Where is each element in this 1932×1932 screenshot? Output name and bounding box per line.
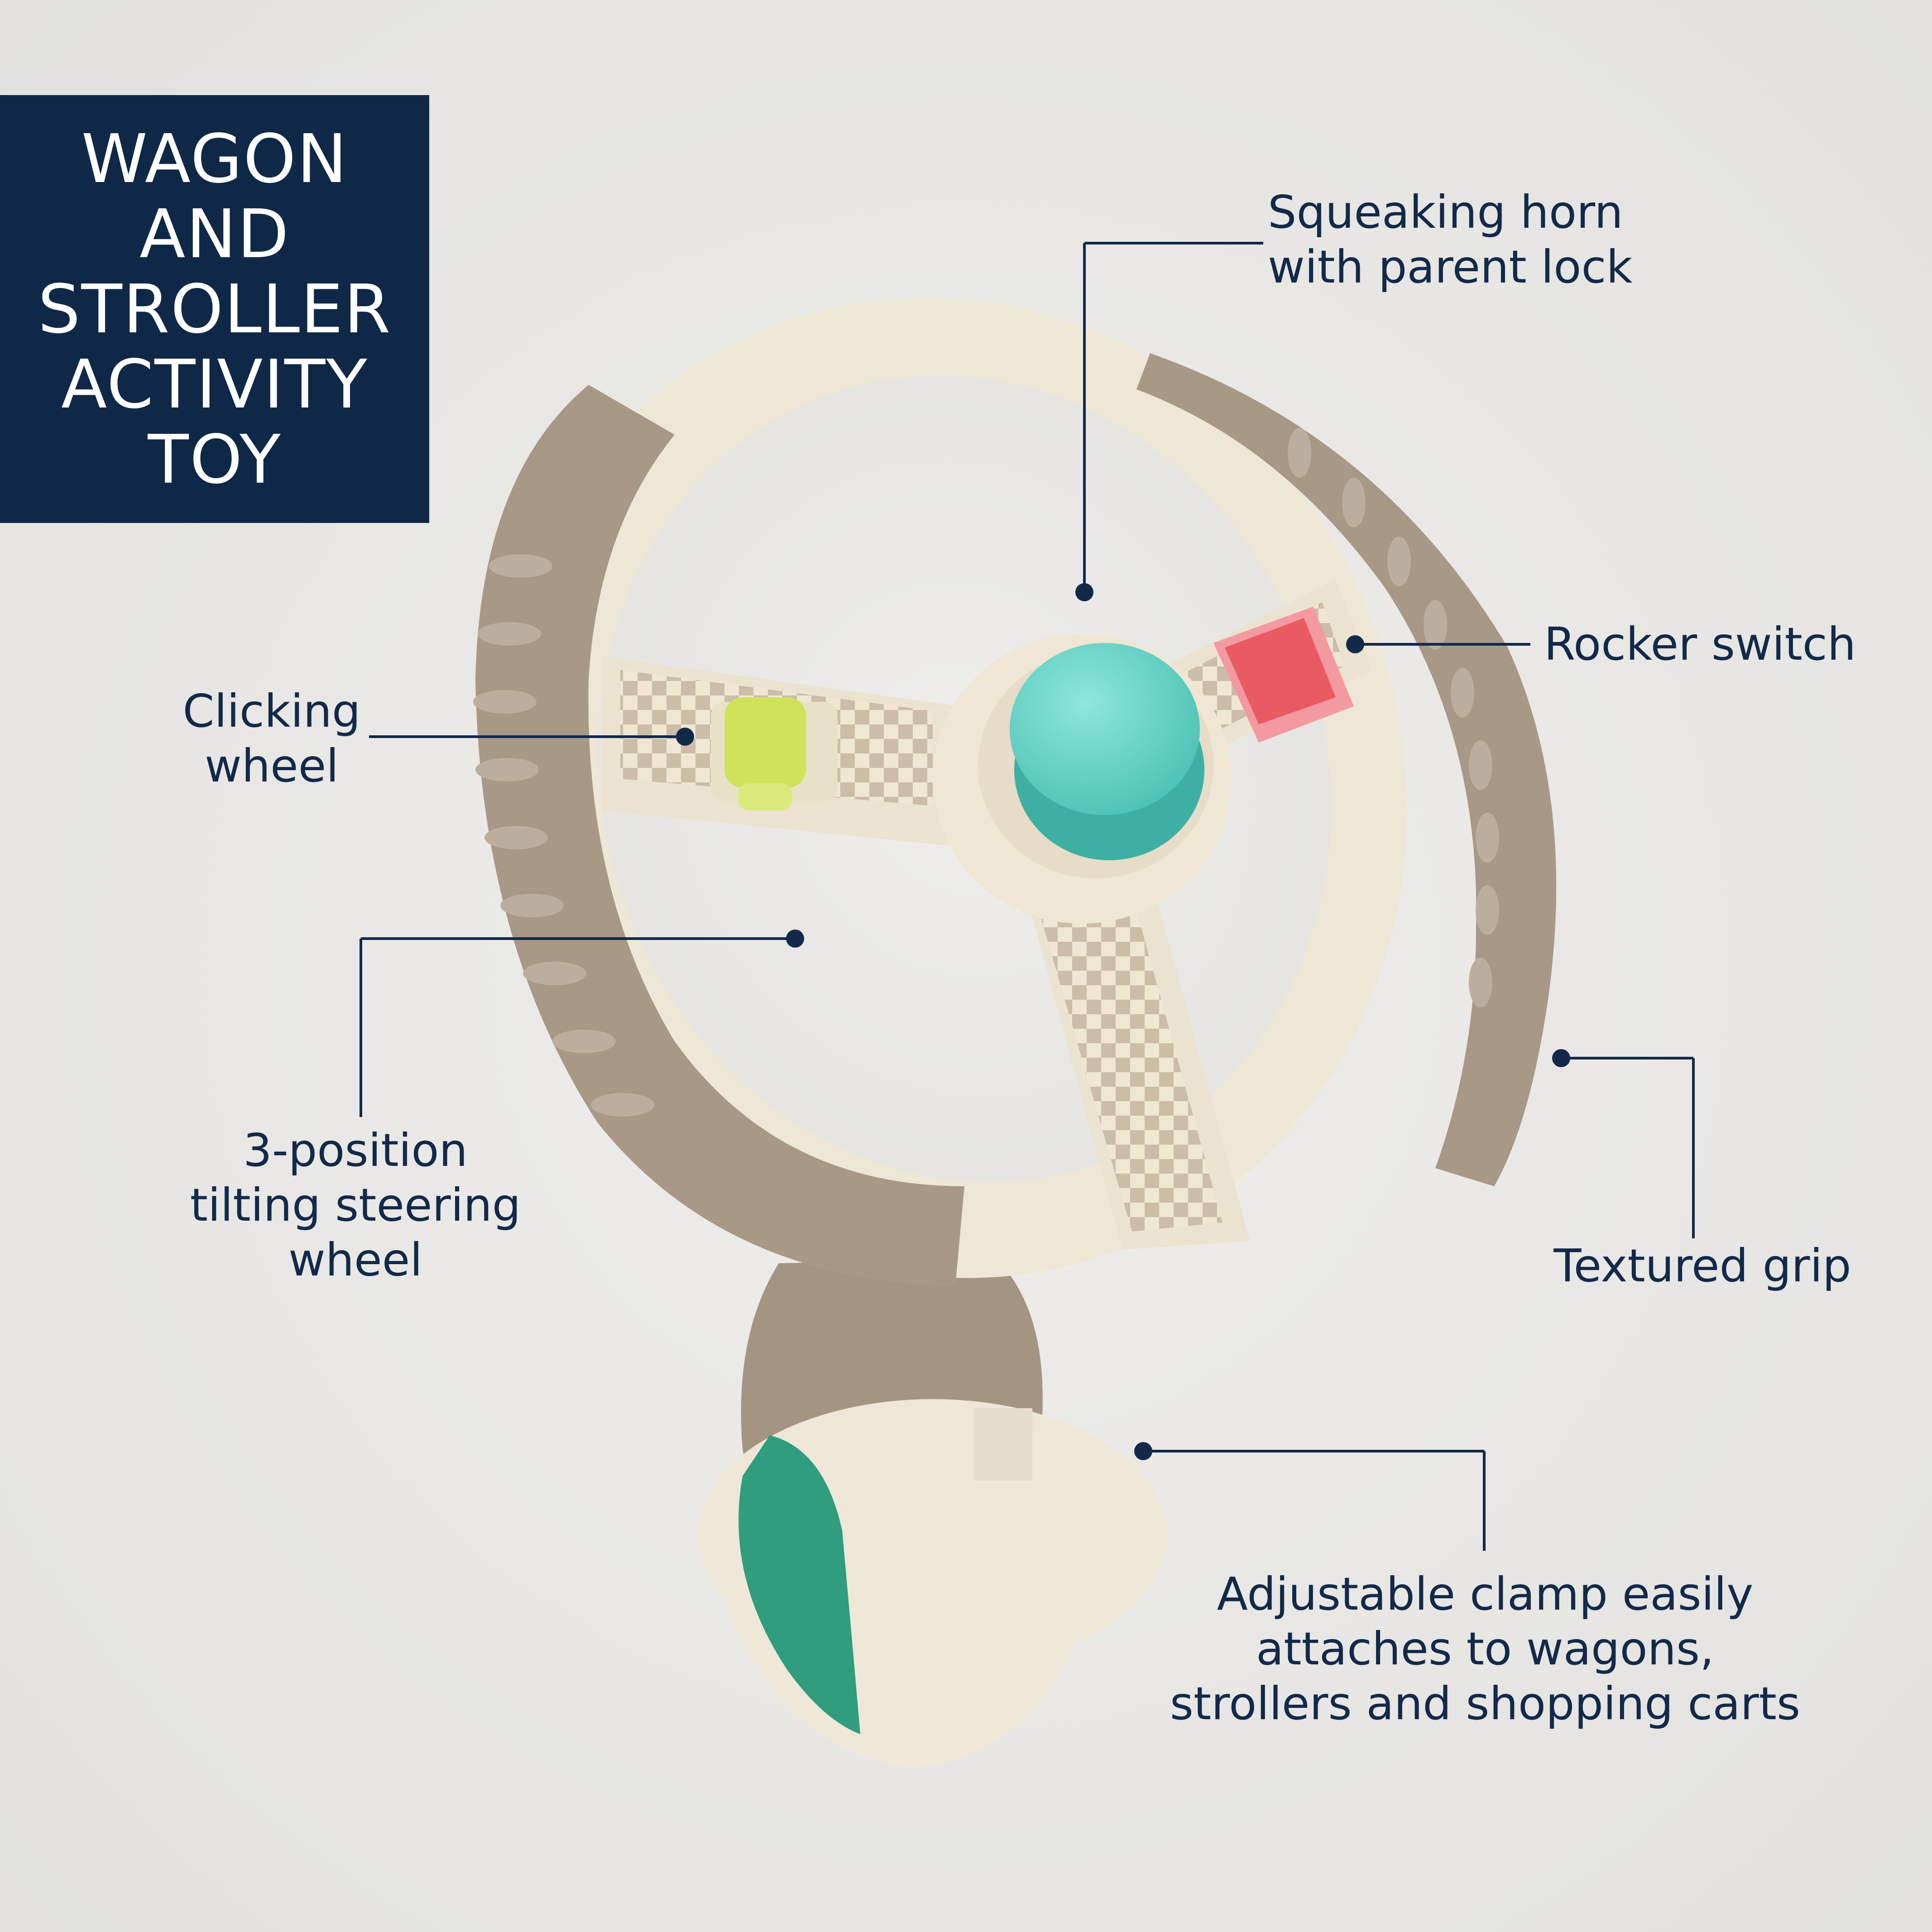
callout-text: Squeaking horn xyxy=(1268,186,1623,239)
leader-grip xyxy=(1552,1049,1695,1238)
callout-squeaking-horn: Squeaking horn with parent lock xyxy=(1268,185,1633,294)
rocker-switch xyxy=(1213,607,1354,743)
title-line: ACTIVITY xyxy=(61,345,368,423)
callout-text: wheel xyxy=(205,739,339,792)
leader-horn xyxy=(1075,242,1263,601)
callout-text: Rocker switch xyxy=(1544,618,1856,671)
leader-clicking xyxy=(369,728,694,746)
callout-adjustable-clamp: Adjustable clamp easily attaches to wago… xyxy=(1155,1567,1816,1731)
callout-clicking-wheel: Clicking wheel xyxy=(177,684,367,793)
callout-text: with parent lock xyxy=(1268,240,1633,293)
title-line: TOY xyxy=(148,420,282,499)
leader-clamp xyxy=(1134,1442,1486,1551)
callout-rocker-switch: Rocker switch xyxy=(1544,617,1906,671)
callout-text: wheel xyxy=(288,1233,422,1286)
title-line: AND xyxy=(139,195,290,273)
callout-text: tilting steering xyxy=(190,1179,521,1232)
horn-hub xyxy=(933,634,1232,924)
title-line: STROLLER xyxy=(38,270,392,348)
clamp xyxy=(697,1259,1168,1767)
title-line: WAGON xyxy=(81,120,348,198)
callout-tilting-steering-wheel: 3-position tilting steering wheel xyxy=(177,1123,534,1287)
leader-rocker xyxy=(1346,635,1530,653)
leader-tilting xyxy=(360,930,804,1117)
callout-text: Textured grip xyxy=(1553,1239,1851,1292)
clicking-wheel xyxy=(711,697,838,810)
callout-text: attaches to wagons, xyxy=(1256,1622,1714,1675)
callout-text: strollers and shopping carts xyxy=(1170,1677,1801,1730)
callout-text: Adjustable clamp easily xyxy=(1217,1568,1754,1620)
callout-textured-grip: Textured grip xyxy=(1539,1238,1865,1293)
callout-text: 3-position xyxy=(243,1124,468,1177)
product-title-box: WAGON AND STROLLER ACTIVITY TOY xyxy=(0,95,429,523)
callout-text: Clicking xyxy=(182,685,361,738)
